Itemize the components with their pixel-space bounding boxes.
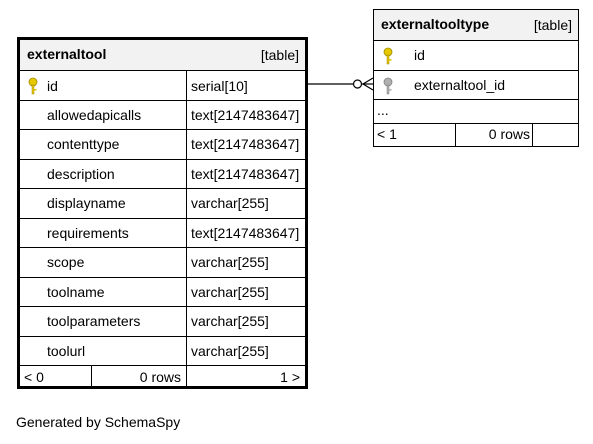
- column-name: description: [47, 166, 115, 182]
- primary-key-icon: [28, 77, 38, 95]
- column-row-contenttype: contenttype text[2147483647]: [20, 129, 305, 159]
- column-type: text[2147483647]: [191, 166, 300, 182]
- column-type: text[2147483647]: [191, 225, 300, 241]
- parents-count: < 1: [377, 126, 397, 142]
- column-name: externaltool_id: [414, 77, 506, 93]
- column-type: varchar[255]: [191, 195, 269, 211]
- crowfoot-lower: [362, 83, 374, 91]
- column-type: serial[10]: [191, 78, 248, 94]
- column-name: id: [47, 78, 58, 94]
- column-type: varchar[255]: [191, 254, 269, 270]
- column-name: requirements: [47, 225, 129, 241]
- column-name: displayname: [47, 195, 126, 211]
- externaltool-header: externaltool [table]: [20, 40, 305, 70]
- more-columns-row: ...: [374, 99, 578, 123]
- externaltool-footer: < 0 0 rows 1 >: [20, 365, 305, 389]
- zero-many-circle: [352, 79, 363, 89]
- more-columns-ellipsis: ...: [377, 102, 389, 118]
- column-row-requirements: requirements text[2147483647]: [20, 218, 305, 247]
- column-type: varchar[255]: [191, 313, 269, 329]
- externaltooltype-footer: < 1 0 rows: [374, 123, 578, 146]
- column-row-toolurl: toolurl varchar[255]: [20, 336, 305, 365]
- foreign-key-icon: [383, 77, 393, 95]
- column-name: contenttype: [47, 136, 120, 152]
- externaltooltype-title: externaltooltype: [381, 16, 490, 32]
- crowfoot-upper: [362, 77, 374, 85]
- primary-key-icon: [383, 47, 393, 65]
- column-name: toolname: [47, 284, 105, 300]
- column-type: varchar[255]: [191, 284, 269, 300]
- column-row-id: id serial[10]: [20, 70, 305, 100]
- column-type: text[2147483647]: [191, 136, 300, 152]
- column-row-description: description text[2147483647]: [20, 159, 305, 188]
- column-row-scope: scope varchar[255]: [20, 247, 305, 277]
- relationship-line: [308, 77, 374, 91]
- column-row-allowedapicalls: allowedapicalls text[2147483647]: [20, 100, 305, 129]
- externaltool-table-tag: [table]: [260, 47, 299, 63]
- column-name: scope: [47, 254, 85, 270]
- children-count: 1 >: [280, 369, 300, 385]
- column-type: text[2147483647]: [191, 107, 300, 123]
- externaltool-table: externaltool [table] id serial[10] allow…: [17, 37, 308, 389]
- row-count: 0 rows: [139, 369, 181, 385]
- generated-by-label: Generated by SchemaSpy: [16, 414, 181, 430]
- column-name: toolurl: [47, 343, 86, 359]
- column-name: allowedapicalls: [47, 107, 142, 123]
- column-row-id: id: [374, 40, 578, 70]
- externaltooltype-table: externaltooltype [table] id externaltool…: [373, 9, 579, 147]
- column-name: toolparameters: [47, 313, 141, 329]
- column-name: id: [414, 47, 425, 63]
- column-row-toolparameters: toolparameters varchar[255]: [20, 306, 305, 336]
- column-row-toolname: toolname varchar[255]: [20, 277, 305, 306]
- externaltool-title: externaltool: [27, 46, 107, 62]
- column-row-externaltool-id: externaltool_id: [374, 70, 578, 99]
- row-count: 0 rows: [488, 126, 530, 142]
- parents-count: < 0: [24, 369, 44, 385]
- externaltooltype-header: externaltooltype [table]: [374, 10, 578, 40]
- column-type: varchar[255]: [191, 343, 269, 359]
- externaltooltype-table-tag: [table]: [533, 17, 572, 33]
- column-row-displayname: displayname varchar[255]: [20, 188, 305, 218]
